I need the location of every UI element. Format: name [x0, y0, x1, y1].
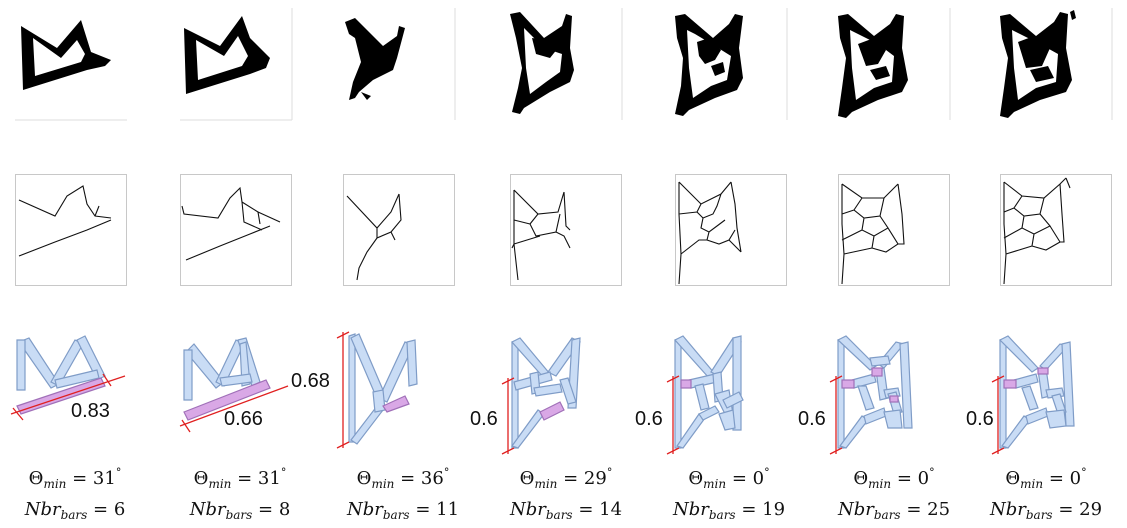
truss-panel-3	[336, 331, 418, 449]
theta-min-label: Θmin = 31°	[193, 466, 287, 491]
skeleton-panel-7	[1000, 174, 1112, 286]
nbr-bars-label: Nbrbars = 19	[672, 499, 786, 522]
topology-panel-2	[180, 8, 293, 121]
caption-1: Θmin = 31° Nbrbars = 6	[0, 460, 155, 528]
column-5: 0.6 Θmin = 0° Nbrbars = 19	[635, 0, 800, 522]
theta-min-label: Θmin = 36°	[356, 466, 450, 491]
skeleton-panel-3	[343, 174, 455, 286]
dimension-label-2: 0.66	[224, 408, 263, 430]
theta-min-label: Θmin = 0°	[688, 466, 770, 491]
caption-2: Θmin = 31° Nbrbars = 8	[160, 460, 320, 528]
nbr-bars-label: Nbrbars = 29	[989, 499, 1103, 522]
dimension-label-3: 0.68	[291, 370, 330, 392]
truss-panel-6	[829, 335, 913, 455]
topology-panel-3	[345, 8, 456, 120]
skeleton-panel-6	[838, 174, 950, 286]
truss-panel-4	[501, 337, 581, 455]
topology-panel-7	[1000, 8, 1113, 120]
column-1: 0.83 Θmin = 31° Nbrbars = 6	[10, 0, 140, 522]
skeleton-panel-5	[675, 174, 787, 286]
column-6: 0.6 Θmin = 0° Nbrbars = 25	[798, 0, 963, 522]
skeleton-panel-2	[180, 174, 292, 286]
caption-7: Θmin = 0° Nbrbars = 29	[966, 460, 1126, 528]
theta-min-label: Θmin = 29°	[519, 466, 613, 491]
theta-min-label: Θmin = 31°	[28, 466, 122, 491]
caption-4: Θmin = 29° Nbrbars = 14	[486, 460, 646, 528]
column-4: 0.6 Θmin = 29° Nbrbars = 14	[470, 0, 635, 522]
nbr-bars-label: Nbrbars = 14	[509, 499, 623, 522]
nbr-bars-label: Nbrbars = 11	[346, 499, 460, 522]
topology-panel-1	[15, 20, 127, 121]
nbr-bars-label: Nbrbars = 8	[189, 499, 291, 522]
topology-panel-4	[510, 8, 623, 120]
nbr-bars-label: Nbrbars = 6	[24, 499, 126, 522]
skeleton-panel-4	[510, 174, 622, 286]
truss-panel-5	[666, 335, 744, 455]
column-3: 0.68 Θmin = 36° Nbrbars = 11	[291, 0, 468, 522]
topology-panel-5	[675, 8, 788, 120]
dimension-label-5: 0.6	[635, 408, 663, 430]
theta-min-label: Θmin = 0°	[1005, 466, 1087, 491]
topology-panel-6	[838, 8, 951, 120]
caption-3: Θmin = 36° Nbrbars = 11	[323, 460, 483, 528]
skeleton-panel-1	[15, 174, 127, 286]
dimension-label-4: 0.6	[470, 408, 498, 430]
dimension-label-6: 0.6	[798, 408, 826, 430]
truss-panel-2	[179, 337, 289, 433]
dimension-label-7: 0.6	[966, 408, 994, 430]
caption-6: Θmin = 0° Nbrbars = 25	[814, 460, 974, 528]
dimension-label-1: 0.83	[71, 400, 110, 422]
theta-min-label: Θmin = 0°	[853, 466, 935, 491]
nbr-bars-label: Nbrbars = 25	[837, 499, 951, 522]
truss-panel-1	[10, 335, 126, 421]
truss-panel-7	[991, 335, 1075, 455]
column-2: 0.66 Θmin = 31° Nbrbars = 8	[179, 0, 305, 522]
caption-5: Θmin = 0° Nbrbars = 19	[649, 460, 809, 528]
column-7: 0.6 Θmin = 0° Nbrbars = 29	[966, 0, 1125, 522]
